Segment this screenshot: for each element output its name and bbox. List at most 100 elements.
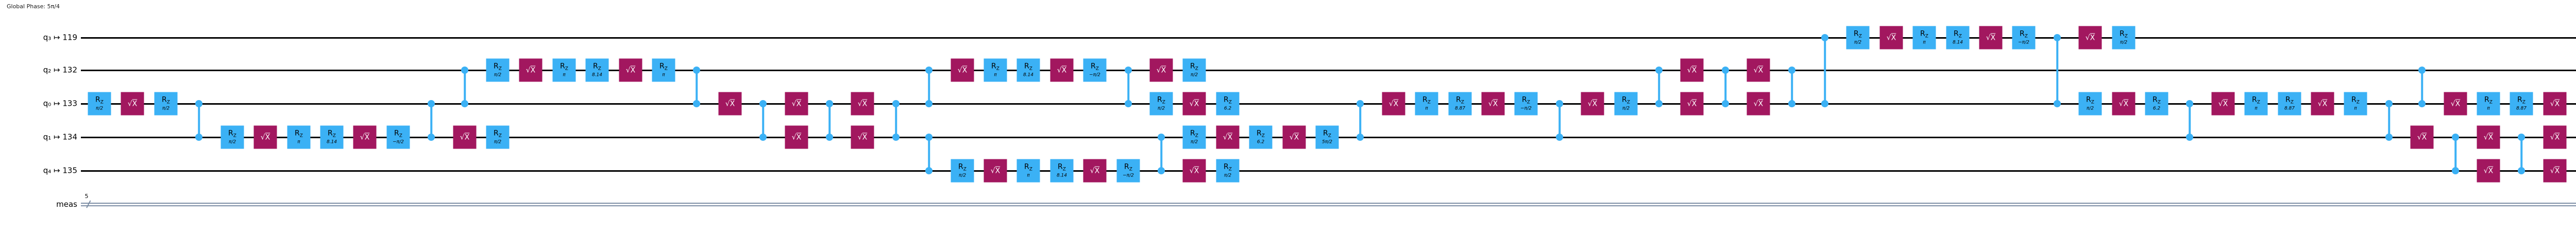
cz-control-dot <box>461 67 468 74</box>
rz-gate-param: π <box>2354 106 2357 111</box>
rz-gate-param: π/2 <box>2120 40 2128 45</box>
cz-control-dot <box>1788 67 1795 74</box>
sx-gate-label: √X <box>127 100 138 108</box>
rz-gate-label: RZ <box>1323 129 1331 139</box>
bundle-slash-icon <box>86 200 91 208</box>
classical-wire <box>81 203 2576 204</box>
cz-control-dot <box>2452 167 2459 174</box>
cz-control-dot <box>1655 100 1663 107</box>
rz-gate-param: 6.2 <box>2153 106 2161 111</box>
rz-gate-param: 5π/2 <box>1322 139 1332 145</box>
rz-gate-param: π/2 <box>95 106 104 111</box>
gate-sx: √X <box>1282 125 1306 149</box>
cz-control-dot <box>1722 67 1729 74</box>
cz-connector <box>2520 137 2522 171</box>
sx-gate-label: √X <box>1090 167 1100 175</box>
cz-control-dot <box>461 100 468 107</box>
cz-control-dot <box>2452 134 2459 141</box>
rz-gate-param: 8.14 <box>1056 173 1067 178</box>
sx-gate-label: √X <box>1986 34 1996 42</box>
sx-gate-label: √X <box>1057 66 1067 74</box>
cz-control-dot <box>1158 134 1165 141</box>
sx-gate-label: √X <box>1687 66 1697 74</box>
qubit-wire-label: q₀ ↦ 133 <box>43 99 77 108</box>
rz-gate-label: RZ <box>1190 62 1198 72</box>
sx-gate-label: √X <box>625 66 636 74</box>
gate-sx: √X <box>785 92 808 116</box>
gate-sx: √X <box>453 125 477 149</box>
sx-gate-label: √X <box>1189 100 1199 108</box>
sx-gate-label: √X <box>2119 100 2129 108</box>
qubit-wire-label: q₂ ↦ 132 <box>43 65 77 75</box>
sx-gate-label: √X <box>857 100 868 108</box>
cz-control-dot <box>826 134 833 141</box>
sx-gate-label: √X <box>2550 167 2560 175</box>
sx-gate-label: √X <box>957 66 968 74</box>
rz-gate-label: RZ <box>1522 95 1530 105</box>
rz-gate-param: π <box>662 72 665 78</box>
rz-gate-label: RZ <box>1157 95 1165 105</box>
cz-connector <box>696 70 698 104</box>
gate-sx: √X <box>1050 58 1074 82</box>
gate-sx: √X <box>1216 125 1240 149</box>
gate-sx: √X <box>785 125 808 149</box>
cz-control-dot <box>892 100 900 107</box>
sx-gate-label: √X <box>1289 133 1299 141</box>
gate-sx: √X <box>519 58 543 82</box>
cz-connector <box>1359 104 1361 137</box>
sx-gate-label: √X <box>1753 100 1764 108</box>
sx-gate-label: √X <box>2450 100 2461 108</box>
gate-sx: √X <box>2078 26 2102 50</box>
gate-rz: RZ−π/2 <box>386 125 410 149</box>
sx-gate-label: √X <box>2483 133 2494 141</box>
sx-gate-label: √X <box>1886 34 1896 42</box>
rz-gate-label: RZ <box>228 129 236 139</box>
rz-gate-label: RZ <box>659 62 668 72</box>
rz-gate-param: 8.14 <box>1023 72 1034 78</box>
rz-gate-param: π <box>563 72 566 78</box>
qubit-wire <box>81 37 2576 39</box>
rz-gate-label: RZ <box>1058 162 1066 172</box>
sx-gate-label: √X <box>1388 100 1399 108</box>
sx-gate-label: √X <box>725 100 735 108</box>
sx-gate-label: √X <box>1189 167 1199 175</box>
gate-sx: √X <box>1481 92 1505 116</box>
cz-connector <box>1160 137 1162 171</box>
rz-gate-label: RZ <box>2517 95 2526 105</box>
rz-gate-param: 8.87 <box>2284 106 2295 111</box>
cz-connector <box>2056 38 2058 104</box>
cz-connector <box>2189 104 2191 137</box>
cz-control-dot <box>2054 34 2061 41</box>
rz-gate-param: 8.87 <box>1454 106 1466 111</box>
rz-gate-param: π/2 <box>162 106 170 111</box>
cz-control-dot <box>428 134 435 141</box>
cz-control-dot <box>1556 100 1563 107</box>
rz-gate-param: π <box>1923 40 1926 45</box>
rz-gate-param: −π/2 <box>1520 106 1532 111</box>
cz-control-dot <box>925 100 933 107</box>
cz-control-dot <box>1125 100 1132 107</box>
rz-gate-param: π/2 <box>494 139 502 145</box>
cz-connector <box>2454 137 2456 171</box>
rz-gate-label: RZ <box>1456 95 1464 105</box>
gate-sx: √X <box>1581 92 1604 116</box>
rz-gate-label: RZ <box>1257 129 1265 139</box>
rz-gate-param: π/2 <box>1190 139 1198 145</box>
cz-control-dot <box>2418 67 2426 74</box>
cz-control-dot <box>428 100 435 107</box>
gate-sx: √X <box>1680 92 1704 116</box>
rz-gate-label: RZ <box>958 162 967 172</box>
